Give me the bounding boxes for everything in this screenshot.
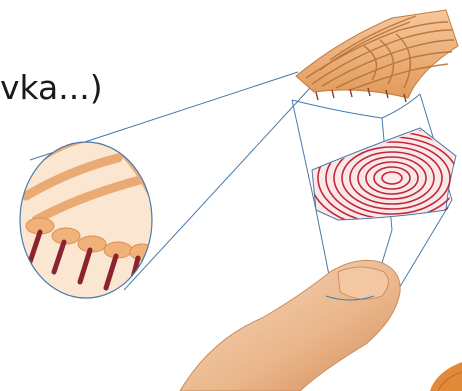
magnified-circle xyxy=(10,118,154,298)
corner-graphic xyxy=(430,362,462,391)
fingerprint-pattern xyxy=(310,127,462,229)
skin-block xyxy=(296,10,458,102)
fingertip-illustration xyxy=(180,260,400,391)
